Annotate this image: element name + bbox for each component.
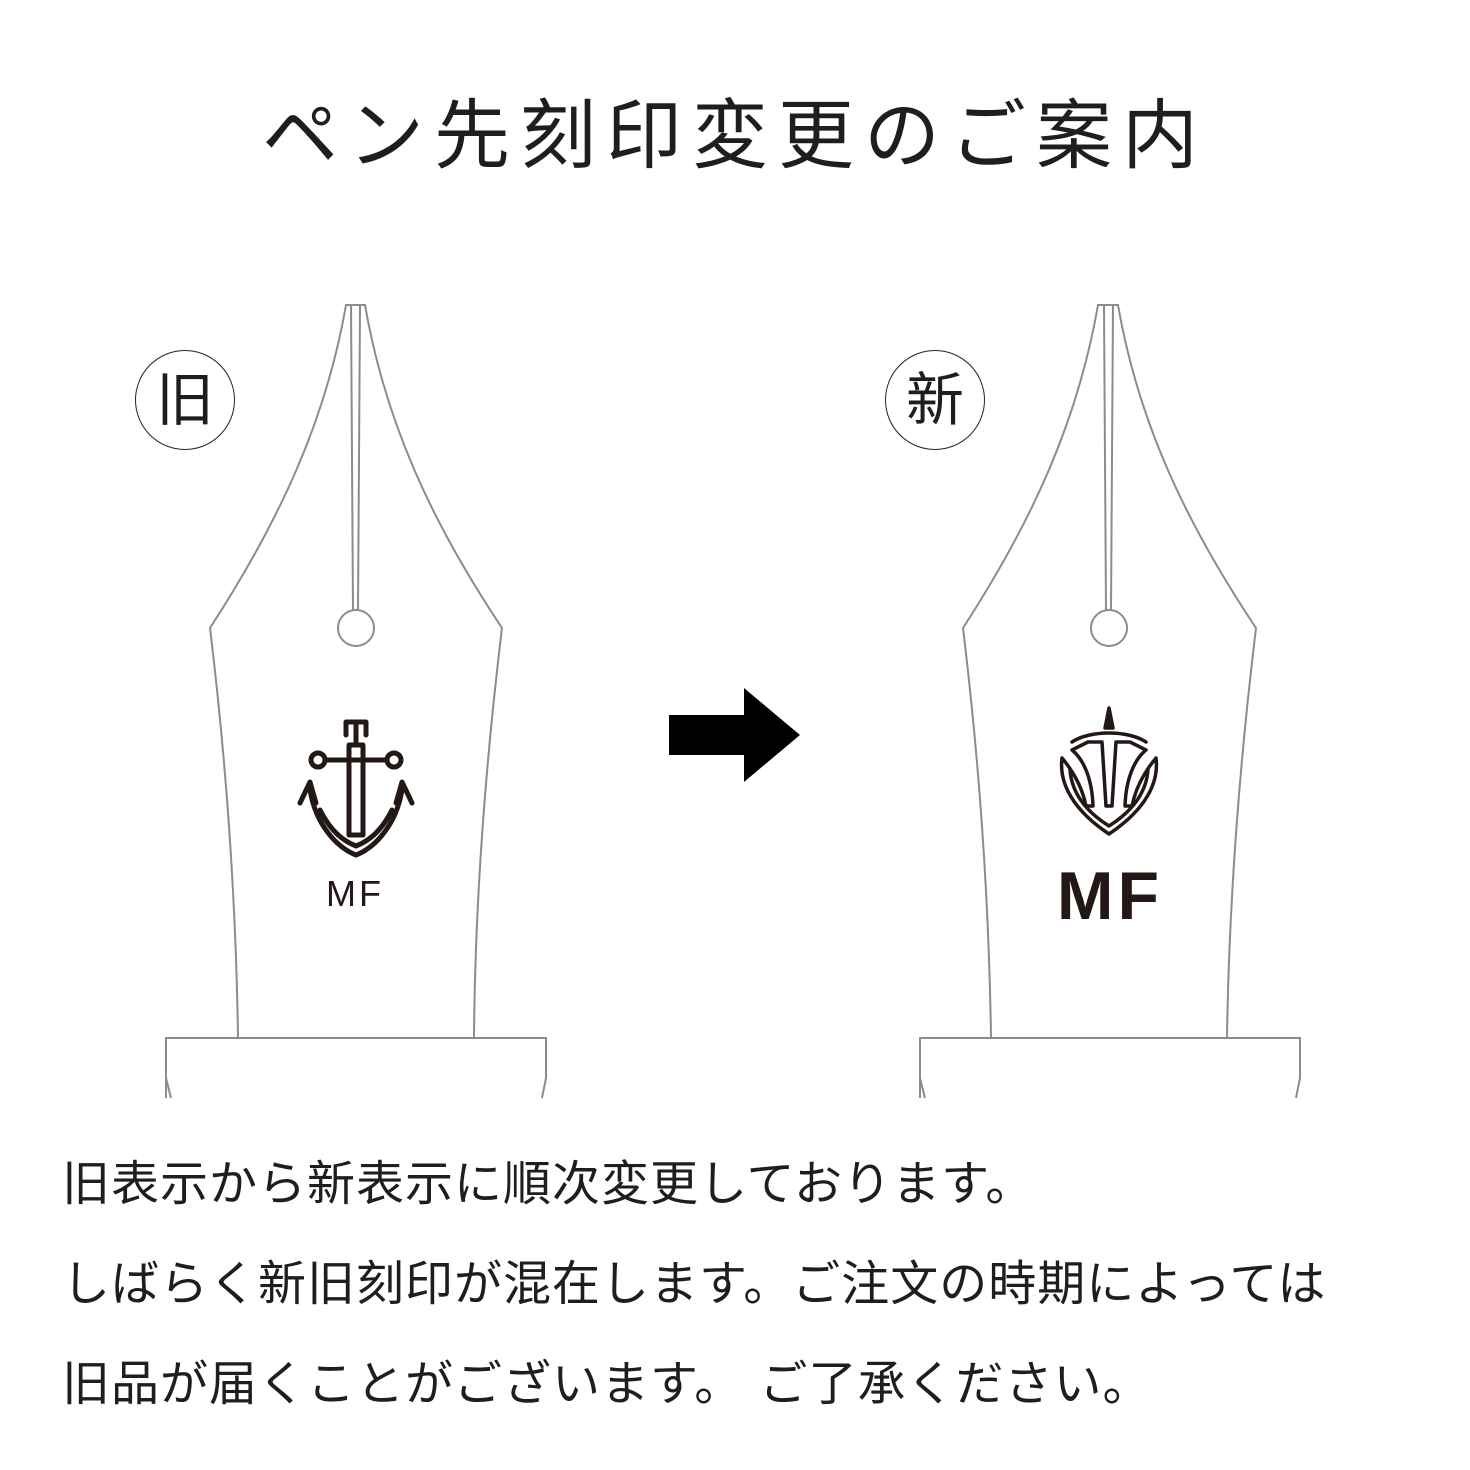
anchor-icon [297,719,415,858]
old-nib [165,304,547,1099]
new-nib [919,304,1301,1099]
page-title: ペン先刻印変更のご案内 [262,91,1208,180]
notice-text: 旧表示から新表示に順次変更しております。 しばらく新旧刻印が混在します。ご注文の… [62,1160,1442,1460]
notice-line-1: 旧表示から新表示に順次変更しております。 [62,1156,1035,1212]
old-nib-slit [350,305,361,612]
notice-line-2: しばらく新旧刻印が混在します。ご注文の時期によっては [62,1256,1327,1312]
new-nib-section [919,1037,1301,1099]
new-nib-label: MF [1056,858,1164,934]
notice-line-3: 旧品が届くことがございます。 ご了承ください。 [62,1356,1152,1412]
trident-crest-icon [1059,706,1159,836]
old-nib-section [165,1037,547,1099]
badge-new: 新 [885,350,985,450]
new-nib-breather-hole [1090,609,1128,647]
old-nib-breather-hole [337,609,375,647]
old-nib-outline [208,304,504,1039]
badge-old: 旧 [135,350,235,450]
right-arrow-icon [669,688,800,782]
old-nib-label: MF [326,873,384,914]
new-nib-slit [1103,305,1114,612]
